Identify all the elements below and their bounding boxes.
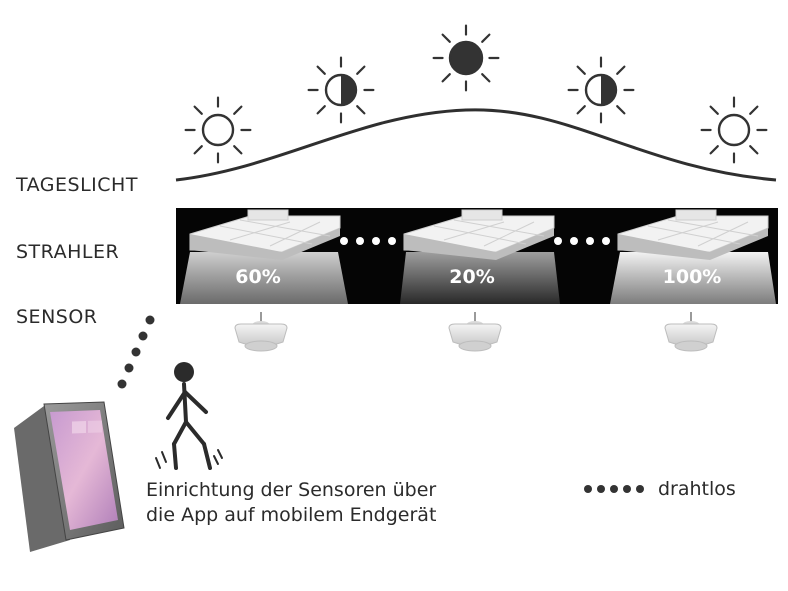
sun-half-icon [567, 56, 635, 124]
dimming-value: 60% [235, 266, 281, 288]
row-label-daylight: TAGESLICHT [16, 174, 138, 196]
motion-sensor-icon [234, 311, 288, 352]
legend: drahtlos [584, 478, 736, 500]
motion-sensor-icon [448, 311, 502, 352]
daylight-curve [175, 108, 777, 182]
light-beam [180, 252, 348, 304]
setup-caption: Einrichtung der Sensoren über die App au… [146, 478, 436, 528]
sun-half-icon [307, 56, 375, 124]
light-beam [400, 252, 560, 304]
row-label-luminaire: STRAHLER [16, 241, 120, 263]
wireless-link-dots [117, 315, 155, 389]
light-beam [610, 252, 776, 304]
sun-outline-icon [700, 96, 768, 164]
tablet-icon [14, 401, 125, 552]
dimming-value: 100% [662, 266, 722, 288]
row-label-sensor: SENSOR [16, 306, 98, 328]
sun-full-icon [432, 24, 500, 92]
motion-sensor-icon [664, 311, 718, 352]
wireless-link-dots [340, 237, 610, 245]
dimming-value: 20% [449, 266, 495, 288]
caption-line: die App auf mobilem Endgerät [146, 504, 437, 526]
legend-label: drahtlos [658, 478, 736, 500]
walking-person-icon [155, 362, 223, 470]
sun-outline-icon [184, 96, 252, 164]
caption-line: Einrichtung der Sensoren über [146, 479, 437, 501]
legend-wireless-dots [584, 485, 644, 493]
